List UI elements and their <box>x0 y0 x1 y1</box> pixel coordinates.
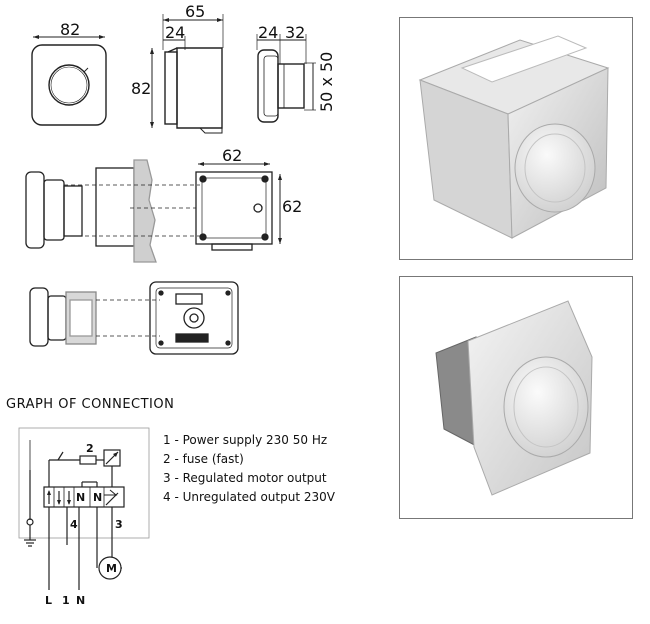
product-photo-flush-mount <box>399 276 633 519</box>
dimension-box-width: 62 <box>222 146 243 165</box>
front-view <box>31 35 107 126</box>
dimension-knob-width: 32 <box>285 23 306 42</box>
side-view <box>150 14 224 134</box>
connection-schematic <box>18 427 150 590</box>
bottom-label-n: N <box>76 594 86 607</box>
bottom-label-1: 1 <box>62 594 70 607</box>
surface-box-image <box>418 35 610 239</box>
diagram-number-4: 4 <box>70 518 78 531</box>
dimension-side-height: 82 <box>131 79 152 98</box>
legend-item: 3 - Regulated motor output <box>163 471 327 485</box>
knob-side-view <box>256 34 316 123</box>
dimension-side-total: 65 <box>185 2 206 21</box>
terminal-label-n1: N <box>76 491 86 504</box>
terminal-label-n2: N <box>93 491 103 504</box>
product-photo-surface-box <box>399 17 633 260</box>
legend-item: 4 - Unregulated output 230V <box>163 490 335 504</box>
diagram-number-2: 2 <box>86 442 94 455</box>
dimension-knob-size: 50 x 50 <box>317 51 336 112</box>
dimension-side-depth: 24 <box>165 23 186 42</box>
diagram-number-3: 3 <box>115 518 123 531</box>
mounted-view <box>29 281 239 355</box>
connection-title: GRAPH OF CONNECTION <box>6 397 175 412</box>
flush-mount-image <box>435 300 593 496</box>
bottom-label-l: L <box>45 594 53 607</box>
dimension-box-height: 62 <box>282 197 303 216</box>
motor-label: M <box>106 562 117 575</box>
exploded-view <box>25 159 282 263</box>
legend-item: 1 - Power supply 230 50 Hz <box>163 433 328 447</box>
legend-item: 2 - fuse (fast) <box>163 452 244 466</box>
dimension-knob-depth: 24 <box>258 23 279 42</box>
connection-legend: 1 - Power supply 230 50 Hz 2 - fuse (fas… <box>163 431 335 507</box>
dimension-front-width: 82 <box>60 20 81 39</box>
